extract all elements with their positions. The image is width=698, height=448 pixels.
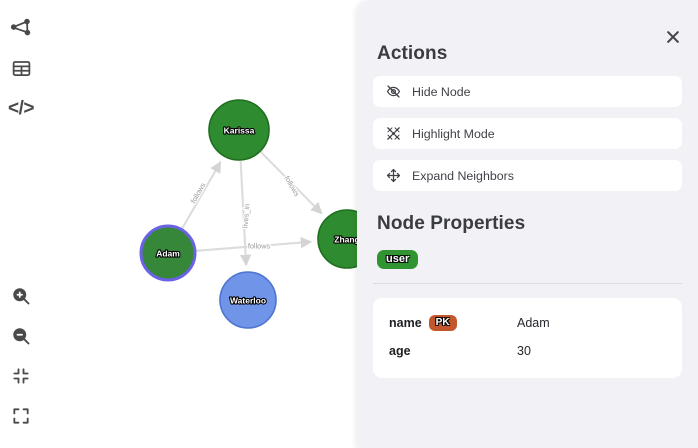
highlight-icon bbox=[385, 126, 401, 142]
graph-node-adam[interactable]: Adam bbox=[139, 224, 197, 282]
action-label: Highlight Mode bbox=[412, 126, 495, 141]
primary-key-badge: PK bbox=[428, 315, 457, 331]
graph-edge-label: follows bbox=[248, 242, 271, 251]
close-icon[interactable] bbox=[660, 24, 686, 50]
action-label: Expand Neighbors bbox=[412, 168, 514, 183]
actions-heading: Actions bbox=[377, 43, 448, 64]
code-view-icon[interactable]: </> bbox=[0, 88, 42, 128]
action-button-expand-neighbors[interactable]: Expand Neighbors bbox=[373, 160, 682, 191]
graph-node-label: Adam bbox=[156, 249, 180, 259]
graph-node-circle[interactable] bbox=[219, 271, 277, 329]
graph-node-circle[interactable] bbox=[139, 224, 197, 282]
graph-node-label: Zhang bbox=[334, 235, 360, 245]
graph-edge[interactable] bbox=[181, 161, 222, 230]
graph-view-icon[interactable] bbox=[0, 8, 42, 48]
graph-node-karissa[interactable]: Karissa bbox=[208, 99, 270, 161]
graph-node-label: Waterloo bbox=[230, 296, 266, 306]
eye-off-icon bbox=[385, 84, 401, 100]
fullscreen-icon[interactable] bbox=[0, 396, 42, 436]
toolbar-zoom-group bbox=[0, 276, 42, 436]
toolbar-view-group: </> bbox=[0, 8, 42, 128]
graph-edge[interactable] bbox=[260, 151, 323, 215]
action-button-highlight-mode[interactable]: Highlight Mode bbox=[373, 118, 682, 149]
property-value: 30 bbox=[517, 344, 531, 358]
zoom-out-icon[interactable] bbox=[0, 316, 42, 356]
action-button-hide-node[interactable]: Hide Node bbox=[373, 76, 682, 107]
zoom-in-icon[interactable] bbox=[0, 276, 42, 316]
properties-divider bbox=[373, 283, 682, 284]
property-key-cell: name PK bbox=[389, 315, 517, 331]
graph-node-waterloo[interactable]: Waterloo bbox=[219, 271, 277, 329]
properties-card: name PK Adam age 30 bbox=[373, 298, 682, 378]
graph-edge-label: follows bbox=[283, 174, 302, 198]
node-type-badge[interactable]: user bbox=[377, 250, 419, 269]
graph-edge[interactable] bbox=[195, 236, 313, 252]
property-value: Adam bbox=[517, 316, 550, 330]
node-type-badge-row: user bbox=[377, 249, 682, 269]
property-key: name bbox=[389, 316, 422, 330]
fit-to-screen-icon[interactable] bbox=[0, 356, 42, 396]
graph-node-circle[interactable] bbox=[208, 99, 270, 161]
table-view-icon[interactable] bbox=[0, 48, 42, 88]
graph-node-label: Karissa bbox=[224, 126, 255, 136]
property-row: age 30 bbox=[389, 337, 666, 365]
property-key: age bbox=[389, 344, 411, 358]
code-view-label: </> bbox=[8, 97, 34, 119]
left-toolbar: </> bbox=[0, 0, 42, 448]
graph-edges-layer bbox=[181, 151, 323, 267]
graph-edge-label: follows bbox=[189, 181, 208, 205]
node-properties-heading: Node Properties bbox=[377, 213, 526, 234]
move-arrows-icon bbox=[385, 168, 401, 184]
graph-edge-label: lives_in bbox=[240, 203, 251, 228]
property-key-cell: age bbox=[389, 344, 517, 358]
property-row: name PK Adam bbox=[389, 309, 666, 337]
action-label: Hide Node bbox=[412, 84, 471, 99]
